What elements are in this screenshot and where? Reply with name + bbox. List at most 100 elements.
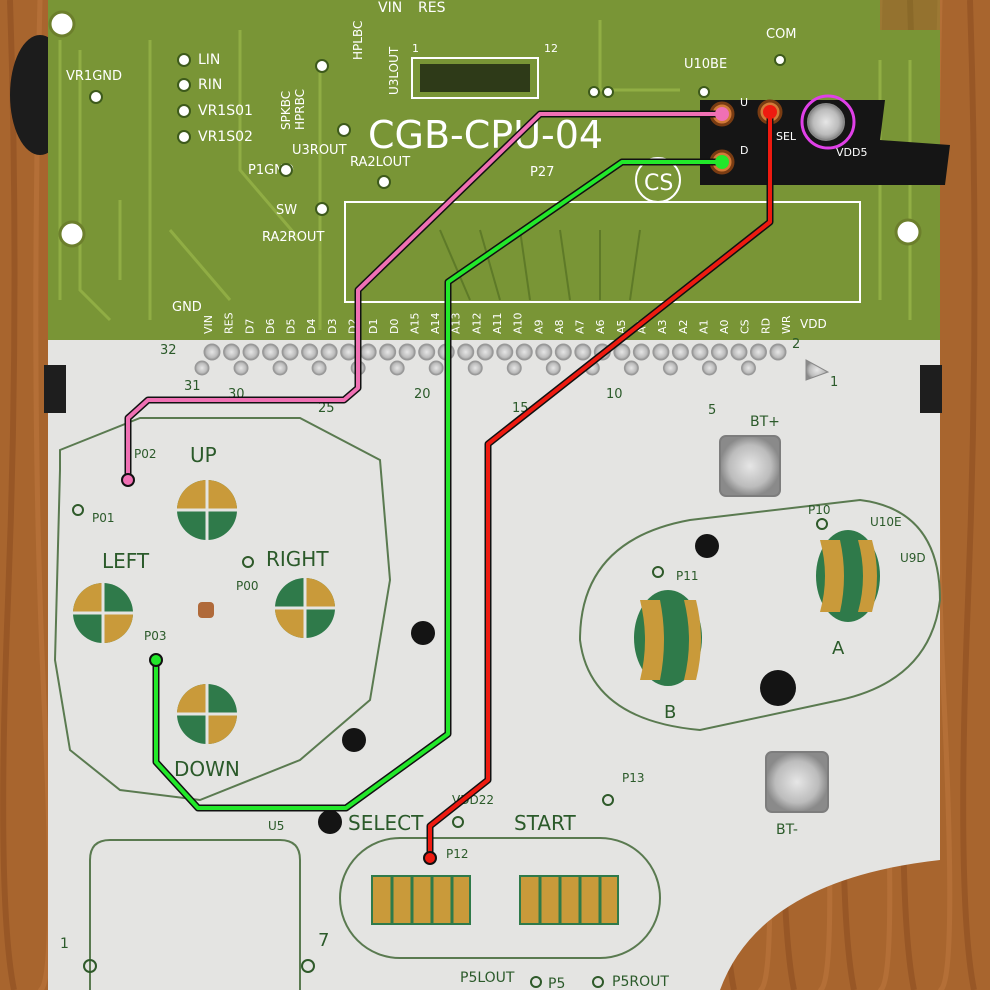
green-vias	[89, 53, 786, 216]
label-b: B	[664, 702, 676, 723]
connector-pin	[398, 343, 416, 361]
pin-label: A7	[574, 319, 587, 334]
connector-pin	[671, 343, 689, 361]
connector-pin	[203, 343, 221, 361]
connector-pin	[262, 343, 280, 361]
pin-number-31: 31	[184, 379, 201, 394]
pin-number-25: 25	[318, 401, 335, 416]
connector-pin	[281, 343, 299, 361]
board-holes	[318, 534, 796, 834]
contact-right	[275, 578, 335, 638]
green-wire-end	[149, 653, 163, 667]
label-lin: LIN	[198, 52, 220, 68]
pin-label: RES	[223, 312, 236, 334]
pin-number-5: 5	[708, 403, 716, 418]
connector-pin	[506, 360, 522, 376]
pin-label: A6	[594, 319, 607, 334]
pin-label: D5	[285, 319, 298, 334]
connector-pin	[389, 360, 405, 376]
label-u: U	[740, 96, 748, 109]
connector-pin	[496, 343, 514, 361]
chip-outline	[344, 201, 861, 303]
connector-pin	[467, 360, 483, 376]
label-p10: P10	[808, 503, 831, 517]
red-wire-end	[423, 851, 437, 865]
connector-pin	[457, 343, 475, 361]
white-board-outlines	[53, 417, 942, 990]
connector-pin	[662, 360, 678, 376]
pin-number-2: 2	[792, 337, 800, 352]
pin-label: D4	[305, 319, 318, 334]
connector-pin	[740, 360, 756, 376]
pin-label: A15	[408, 312, 421, 334]
label-conn-1: 1	[412, 42, 419, 55]
connector-pin	[233, 360, 249, 376]
connector-pin	[223, 343, 241, 361]
connector-pin	[545, 360, 561, 376]
label-right: RIGHT	[266, 547, 329, 571]
label-vin: VIN	[378, 0, 402, 16]
label-vdd5: VDD5	[836, 146, 867, 159]
pad-vdd5	[807, 103, 845, 141]
pin-label: D6	[264, 319, 277, 334]
label-p27: P27	[530, 165, 554, 180]
vdd5-highlight-circle	[800, 94, 856, 150]
connector-pin	[554, 343, 572, 361]
green-traces	[58, 20, 912, 330]
label-vr1gnd: VR1GND	[66, 69, 122, 84]
pin-label: A2	[677, 319, 690, 334]
cs-mark: CS	[644, 171, 673, 196]
connector-pin	[730, 343, 748, 361]
connector-pin	[320, 343, 338, 361]
test-points	[72, 504, 828, 988]
label-select: SELECT	[348, 811, 424, 835]
connector-pin	[710, 343, 728, 361]
pin-label: D1	[367, 319, 380, 334]
connector-pin	[632, 343, 650, 361]
edge-connector-pins	[194, 343, 787, 376]
white-board	[48, 340, 940, 990]
connector-pin	[194, 360, 210, 376]
dpad-contacts	[73, 480, 335, 744]
pin-number-10: 10	[606, 387, 623, 402]
connector-pin	[574, 343, 592, 361]
label-u3lout: U3LOUT	[387, 46, 401, 95]
label-vdd-pin: VDD	[800, 317, 827, 331]
label-p12: P12	[446, 847, 469, 861]
connector-pin	[476, 343, 494, 361]
battery-plus-contact	[719, 435, 781, 497]
ab-contacts	[634, 530, 880, 686]
pin-label: A11	[491, 312, 504, 334]
label-conn-12: 12	[544, 42, 558, 55]
pin-number-20: 20	[414, 387, 431, 402]
contact-up	[177, 480, 237, 540]
connector-pin	[418, 343, 436, 361]
select-start-pads	[371, 875, 619, 925]
pin-number-32: 32	[160, 343, 177, 358]
connector-pin	[691, 343, 709, 361]
connector-pin	[340, 343, 358, 361]
connector-pin	[428, 360, 444, 376]
label-p00: P00	[236, 579, 259, 593]
green-wire-color	[154, 160, 722, 810]
contact-a	[816, 530, 880, 622]
label-u9d: U9D	[900, 551, 926, 565]
red-wire-color	[428, 112, 772, 858]
label-vr1s01: VR1S01	[198, 103, 253, 119]
pin-label: A3	[656, 319, 669, 334]
contact-b	[634, 590, 702, 686]
label-sel: SEL	[776, 130, 797, 143]
pin-label: RD	[759, 318, 772, 334]
label-res: RES	[418, 0, 446, 16]
label-com: COM	[766, 27, 797, 42]
label-hprbc: HPRBC	[293, 89, 307, 130]
label-ra2rout: RA2ROUT	[262, 230, 324, 245]
pin-number-1: 1	[830, 375, 838, 390]
connector-pin	[311, 360, 327, 376]
label-hplbc: HPLBC	[351, 21, 365, 60]
pin-label: A14	[429, 312, 442, 334]
pin-label: A13	[450, 312, 463, 334]
connector-pin	[515, 343, 533, 361]
